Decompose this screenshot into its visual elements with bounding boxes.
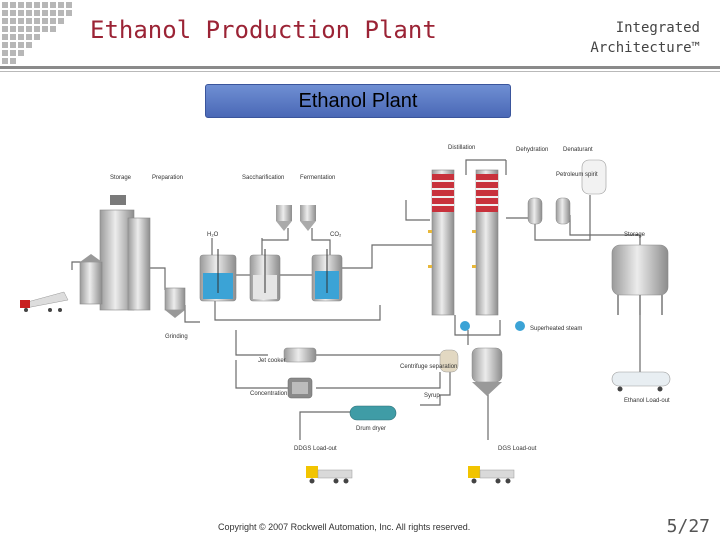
label-syrup: Syrup	[424, 393, 440, 399]
label-storage-left: Storage	[110, 175, 132, 181]
label-h2o: H₂O	[207, 232, 219, 238]
section-banner: Ethanol Plant	[205, 84, 511, 118]
label-storage-right: Storage	[624, 232, 646, 238]
pipe-network	[71, 159, 641, 440]
copyright-notice: Copyright © 2007 Rockwell Automation, In…	[218, 522, 471, 532]
ethanol-plant-diagram: Storage Preparation Saccharification Fer…	[19, 145, 671, 484]
label-dehydration: Dehydration	[516, 147, 548, 153]
header-divider	[0, 66, 720, 69]
storage-silos	[19, 195, 151, 312]
label-petroleum-spirit: Petroleum spirit	[556, 172, 598, 178]
label-distillation: Distillation	[448, 145, 475, 151]
ethanol-tanker-truck	[611, 371, 671, 392]
label-fermentation: Fermentation	[300, 175, 335, 181]
distillation-columns	[428, 169, 525, 331]
page-number: 5/27	[666, 516, 710, 537]
ethanol-storage-tank	[611, 244, 669, 315]
label-co2: CO₂	[330, 232, 342, 238]
centrifuge	[439, 349, 459, 373]
dgs-truck	[468, 466, 515, 484]
label-denaturant: Denaturant	[563, 147, 593, 153]
brand-line-1: Integrated	[615, 20, 700, 36]
label-jet-cooker: Jet cooker	[258, 358, 286, 364]
brand-line-2: Architecture™	[590, 40, 700, 56]
grinder	[164, 287, 186, 318]
label-centrifuge-separation: Centrifuge separation	[400, 364, 457, 370]
header-divider-thin	[0, 71, 720, 72]
label-superheated-steam: Superheated steam	[530, 326, 582, 332]
fermentation-tanks	[199, 205, 343, 302]
label-grinding: Grinding	[165, 334, 188, 340]
page-title: Ethanol Production Plant	[90, 16, 437, 44]
label-concentration: Concentration	[250, 391, 287, 397]
label-ethanol-loadout: Ethanol Load-out	[624, 398, 670, 404]
label-ddgs-loadout: DDGS Load-out	[294, 446, 337, 452]
label-dgs-loadout: DGS Load-out	[498, 446, 537, 452]
jet-cooker	[283, 347, 317, 363]
corner-pattern	[2, 2, 72, 64]
concentration-unit	[287, 377, 313, 399]
label-saccharification: Saccharification	[242, 175, 284, 181]
label-preparation: Preparation	[152, 175, 183, 181]
grain-truck	[19, 291, 69, 312]
dehydration-units	[527, 159, 607, 225]
brand-logo-text: Integrated Architecture™	[560, 18, 700, 58]
ddgs-truck	[306, 466, 353, 484]
drum-dryer	[349, 405, 397, 421]
wet-cake-silo	[471, 347, 503, 396]
label-drum-dryer: Drum dryer	[356, 426, 386, 432]
